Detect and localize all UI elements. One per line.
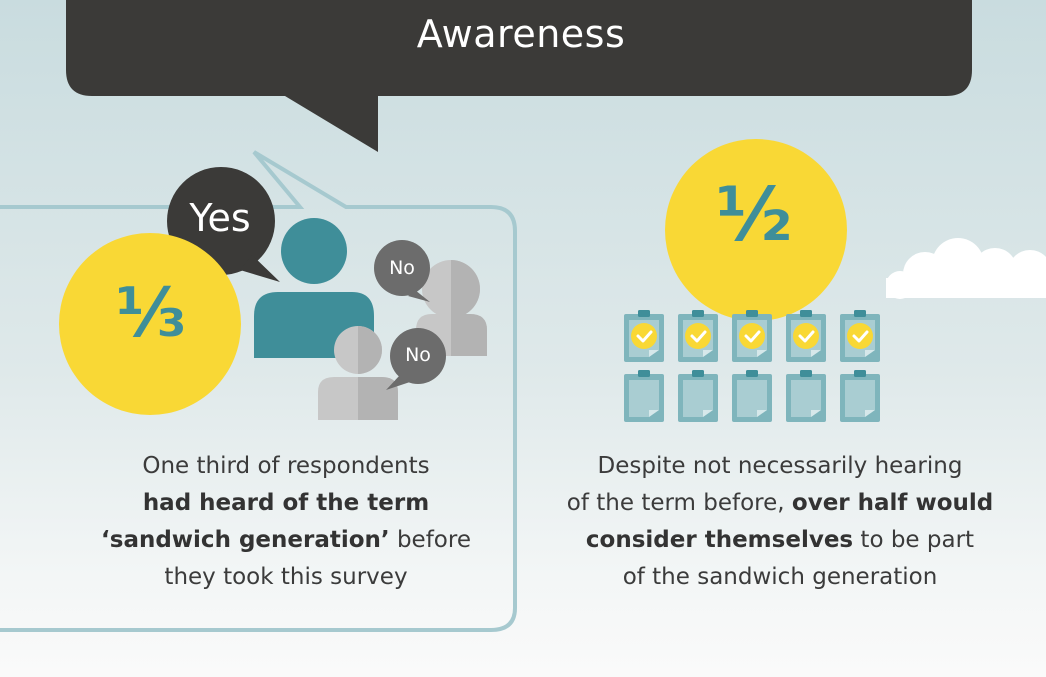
clipboard-checked-icon <box>786 310 826 362</box>
yes-bubble-label: Yes <box>189 196 251 240</box>
clipboard-grid <box>624 310 880 422</box>
cloud-icon <box>886 238 1046 299</box>
left-caption-bold2: ‘sandwich generation’ <box>101 527 390 553</box>
right-caption-part2: of the term before, <box>566 490 792 516</box>
left-caption: One third of respondents had heard of th… <box>66 448 506 596</box>
one-half-fraction: ½ <box>715 172 793 258</box>
right-caption-bold2: consider themselves <box>585 527 854 553</box>
right-caption-line1: Despite not necessarily hearing <box>597 453 963 479</box>
clipboard-icon <box>624 370 664 422</box>
right-caption-line4: of the sandwich generation <box>622 564 938 590</box>
left-caption-line1: One third of respondents <box>142 453 430 479</box>
person-icon-grey-back <box>416 260 487 356</box>
right-caption-bold1: over half would <box>791 490 994 516</box>
clipboard-checked-icon <box>678 310 718 362</box>
left-caption-part2: before <box>389 527 471 553</box>
clipboard-icon <box>678 370 718 422</box>
one-third-fraction: ⅓ <box>115 274 187 353</box>
left-caption-line4: they took this survey <box>164 564 408 590</box>
no-bubble-label-2: No <box>405 344 431 366</box>
right-caption-part3: to be part <box>853 527 975 553</box>
clipboard-checked-icon <box>624 310 664 362</box>
clipboard-icon <box>840 370 880 422</box>
one-third-circle <box>59 233 241 415</box>
page-title: Awareness <box>416 12 626 56</box>
clipboard-checked-icon <box>840 310 880 362</box>
left-outline-bubble <box>0 150 517 632</box>
one-half-circle <box>665 139 847 321</box>
header-speech-bubble <box>66 0 972 152</box>
left-caption-bold1: had heard of the term <box>142 490 430 516</box>
person-icon-grey-front <box>318 326 398 420</box>
no-bubble-label-1: No <box>389 257 415 279</box>
clipboard-checked-icon <box>732 310 772 362</box>
clipboard-icon <box>786 370 826 422</box>
no-speech-bubble-2 <box>386 328 446 390</box>
clipboard-icon <box>732 370 772 422</box>
right-caption: Despite not necessarily hearing of the t… <box>520 448 1040 596</box>
no-speech-bubble-1 <box>374 240 430 302</box>
